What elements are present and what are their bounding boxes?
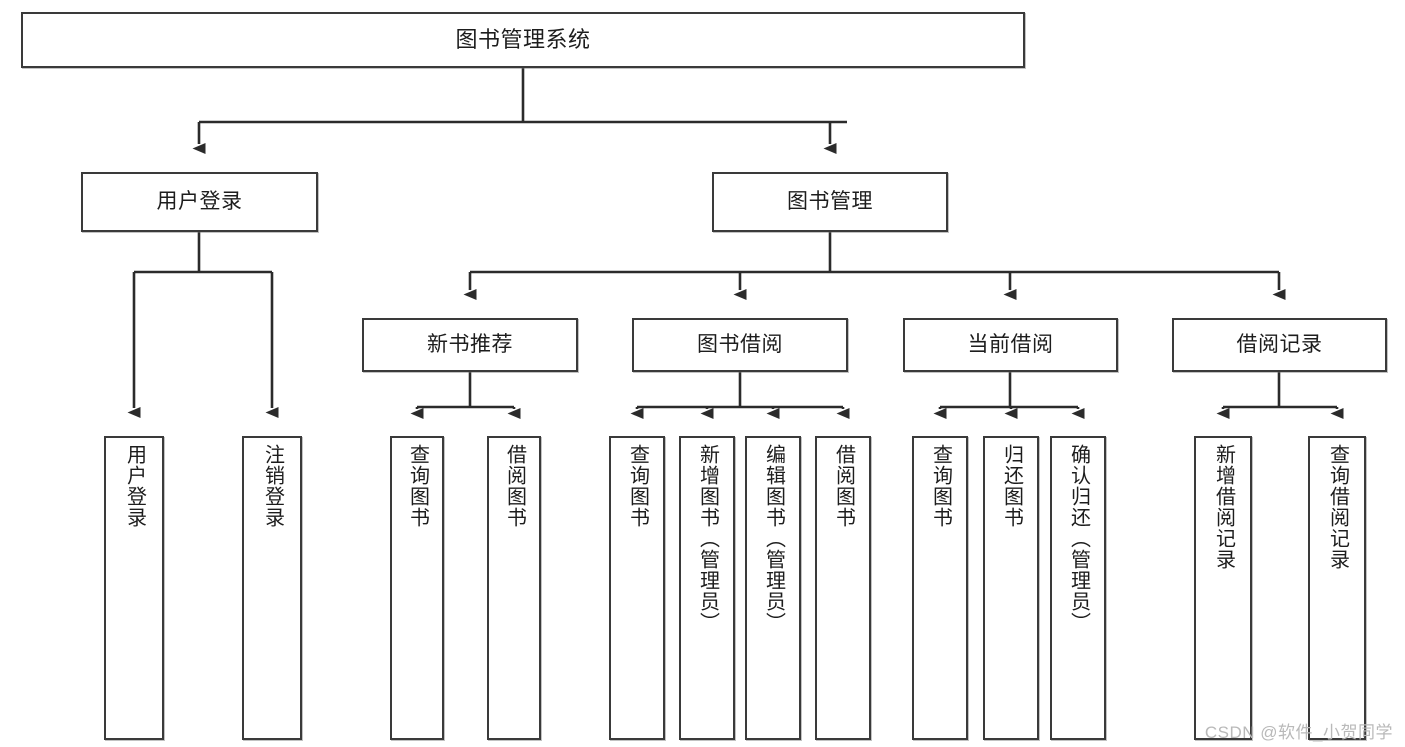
node-leaf-user-login[interactable]: 用户登录 [104, 436, 164, 740]
node-leaf-user-logout[interactable]: 注销登录 [242, 436, 302, 740]
node-leaf-confirm-return[interactable]: 确认归还（管理员） [1050, 436, 1106, 740]
node-leaf-borrow-book-1[interactable]: 借阅图书 [487, 436, 541, 740]
node-leaf-confirm-return-label: 确认归还（管理员） [1067, 444, 1090, 633]
csdn-watermark: CSDN @软件_小贺同学 [1204, 723, 1393, 742]
node-new-book-recommend[interactable]: 新书推荐 [362, 318, 578, 372]
node-leaf-query-book-2-label: 查询图书 [626, 444, 649, 528]
node-leaf-query-record[interactable]: 查询借阅记录 [1308, 436, 1366, 740]
node-borrow-record[interactable]: 借阅记录 [1172, 318, 1387, 372]
node-leaf-add-book[interactable]: 新增图书（管理员） [679, 436, 735, 740]
node-leaf-edit-book-label: 编辑图书（管理员） [762, 444, 785, 633]
node-user-login-label: 用户登录 [156, 189, 243, 213]
node-leaf-query-book-2[interactable]: 查询图书 [609, 436, 665, 740]
node-leaf-return-book-label: 归还图书 [1000, 444, 1023, 528]
node-current-borrow[interactable]: 当前借阅 [903, 318, 1118, 372]
node-book-borrow[interactable]: 图书借阅 [632, 318, 848, 372]
node-leaf-user-login-label: 用户登录 [123, 444, 146, 528]
node-leaf-add-record[interactable]: 新增借阅记录 [1194, 436, 1252, 740]
node-leaf-borrow-book-2-label: 借阅图书 [832, 444, 855, 528]
node-current-borrow-label: 当前借阅 [967, 332, 1054, 356]
node-leaf-query-book-3-label: 查询图书 [929, 444, 952, 528]
node-leaf-add-book-label: 新增图书（管理员） [696, 444, 719, 633]
node-book-manage[interactable]: 图书管理 [712, 172, 948, 232]
node-leaf-edit-book[interactable]: 编辑图书（管理员） [745, 436, 801, 740]
node-root[interactable]: 图书管理系统 [21, 12, 1025, 68]
node-leaf-add-record-label: 新增借阅记录 [1212, 444, 1235, 570]
node-leaf-borrow-book-1-label: 借阅图书 [503, 444, 526, 528]
node-book-manage-label: 图书管理 [787, 189, 873, 213]
node-root-label: 图书管理系统 [455, 27, 591, 53]
node-leaf-query-book-3[interactable]: 查询图书 [912, 436, 968, 740]
node-leaf-query-book-1[interactable]: 查询图书 [390, 436, 444, 740]
node-leaf-query-record-label: 查询借阅记录 [1326, 444, 1349, 570]
node-leaf-user-logout-label: 注销登录 [261, 444, 284, 528]
node-user-login[interactable]: 用户登录 [81, 172, 318, 232]
node-leaf-borrow-book-2[interactable]: 借阅图书 [815, 436, 871, 740]
node-borrow-record-label: 借阅记录 [1236, 332, 1323, 356]
node-new-book-recommend-label: 新书推荐 [427, 332, 513, 356]
node-book-borrow-label: 图书借阅 [697, 332, 783, 356]
node-leaf-query-book-1-label: 查询图书 [406, 444, 429, 528]
node-leaf-return-book[interactable]: 归还图书 [983, 436, 1039, 740]
